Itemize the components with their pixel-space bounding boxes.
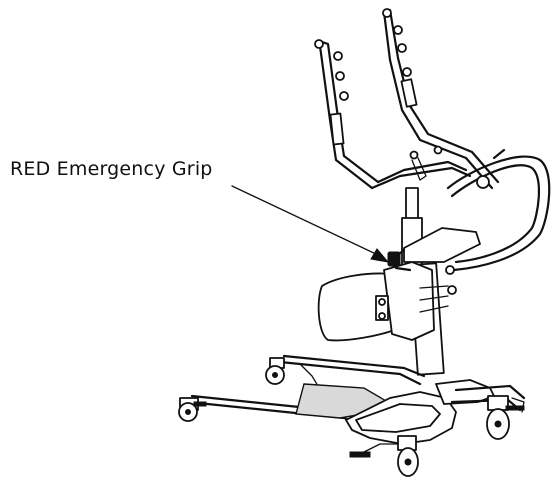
base-frame: [186, 354, 526, 445]
castor-wheel-front-left: [178, 397, 207, 422]
castor-wheel-front-right: [486, 395, 525, 440]
callout-arrow: [231, 185, 390, 263]
left-handle-bar: [314, 39, 380, 190]
right-handle-bar: [382, 8, 500, 190]
boom-crossbar: [370, 145, 472, 190]
emergency-grip-handle: [387, 227, 481, 313]
knee-pad: [317, 261, 435, 342]
castor-wheel-front-center: [349, 435, 419, 477]
emergency-grip-label: RED Emergency Grip: [10, 158, 213, 180]
arm-support-loop: [446, 148, 551, 272]
castor-wheel-rear-left: [265, 357, 285, 385]
